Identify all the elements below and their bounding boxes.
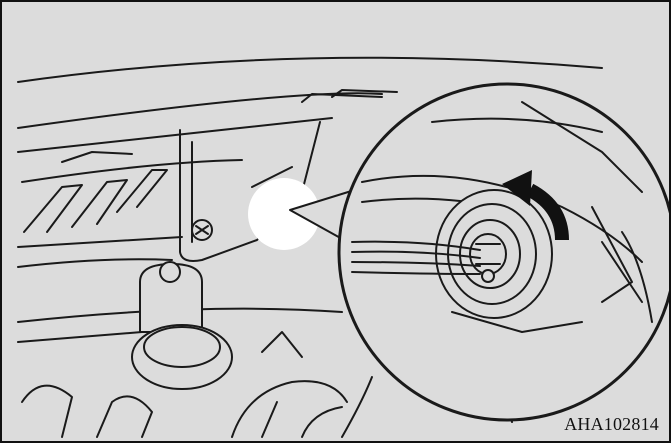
lower-bracket (140, 262, 202, 332)
reservoir-cap (132, 325, 232, 389)
figure-code: AHA102814 (564, 414, 659, 435)
